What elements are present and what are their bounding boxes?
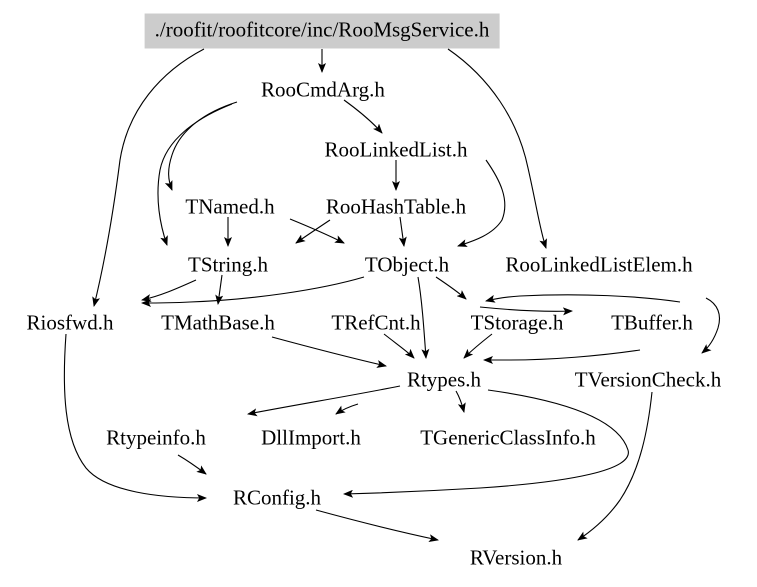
edge-cmdarg-to-linkedlist: [343, 99, 383, 134]
edge-rconfig-to-rversion: [315, 509, 439, 543]
node-tgenericclassinfo[interactable]: TGenericClassInfo.h: [420, 425, 596, 450]
node-rtypeinfo[interactable]: Rtypeinfo.h: [106, 425, 206, 450]
edge-tstring-to-riosfwd: [141, 279, 197, 302]
edge-rtypes-to-rconfig: [343, 389, 629, 498]
edge-linkedlist-to-tobject: [457, 159, 506, 247]
node-roohashtable[interactable]: RooHashTable.h: [325, 194, 467, 219]
edge-rtypeinfo-to-rconfig: [177, 454, 207, 475]
edge-tobject-to-riosfwd: [141, 276, 365, 307]
node-roolinkedlist[interactable]: RooLinkedList.h: [324, 137, 468, 162]
edge-hashtable-to-tobject: [398, 216, 407, 247]
node-roocmdarg[interactable]: RooCmdArg.h: [261, 77, 385, 102]
node-tobject[interactable]: TObject.h: [364, 252, 450, 277]
node-rversion[interactable]: RVersion.h: [469, 545, 563, 570]
edge-root-to-listelem: [447, 48, 547, 249]
node-root[interactable]: ./roofit/roofitcore/inc/RooMsgService.h: [144, 13, 500, 49]
node-tstring[interactable]: TString.h: [188, 252, 268, 277]
edge-rtypes-to-dllimport: [335, 403, 359, 415]
node-tbuffer[interactable]: TBuffer.h: [611, 310, 693, 335]
edge-tbuffer-to-tstorage: [485, 294, 681, 303]
edge-tbuffer-to-rtypes: [483, 349, 641, 364]
node-dllimport[interactable]: DllImport.h: [261, 425, 361, 450]
edge-tstorage-to-rtypes: [463, 333, 493, 359]
edge-tstring-to-tmathbase: [215, 274, 224, 305]
edge-trefcnt-to-rtypes: [383, 333, 415, 359]
edge-tobject-to-rtypes: [417, 276, 430, 359]
edge-cmdarg-to-tnamed: [164, 101, 238, 191]
edge-tstorage-to-tbuffer: [479, 306, 573, 316]
node-trefcnt[interactable]: TRefCnt.h: [331, 310, 421, 335]
edge-tmathbase-to-rtypes: [271, 336, 387, 368]
edge-tnamed-to-tobject: [289, 218, 345, 244]
edge-root-to-riosfwd: [92, 48, 205, 307]
node-tversioncheck[interactable]: TVersionCheck.h: [574, 367, 722, 392]
edge-riosfwd-to-rconfig: [63, 333, 207, 502]
node-tstorage[interactable]: TStorage.h: [470, 310, 564, 335]
edge-rtypes-to-tbuffer: [701, 297, 721, 354]
edge-hashtable-to-tstring: [295, 219, 331, 244]
edge-tversion-to-rversion: [577, 391, 653, 541]
edge-tobject-to-tstorage: [435, 276, 467, 300]
node-rtypes[interactable]: Rtypes.h: [406, 367, 482, 392]
edge-cmdarg-to-tstring: [157, 103, 233, 246]
edge-rtypes-to-genclass: [455, 390, 466, 413]
node-riosfwd[interactable]: Riosfwd.h: [26, 310, 114, 335]
edge-rtypes-to-rtypeinfo: [247, 385, 401, 417]
node-tnamed[interactable]: TNamed.h: [185, 194, 275, 219]
node-tmathbase[interactable]: TMathBase.h: [161, 310, 275, 335]
node-rconfig[interactable]: RConfig.h: [232, 485, 322, 510]
node-roolinkedlistelem[interactable]: RooLinkedListElem.h: [505, 252, 693, 277]
